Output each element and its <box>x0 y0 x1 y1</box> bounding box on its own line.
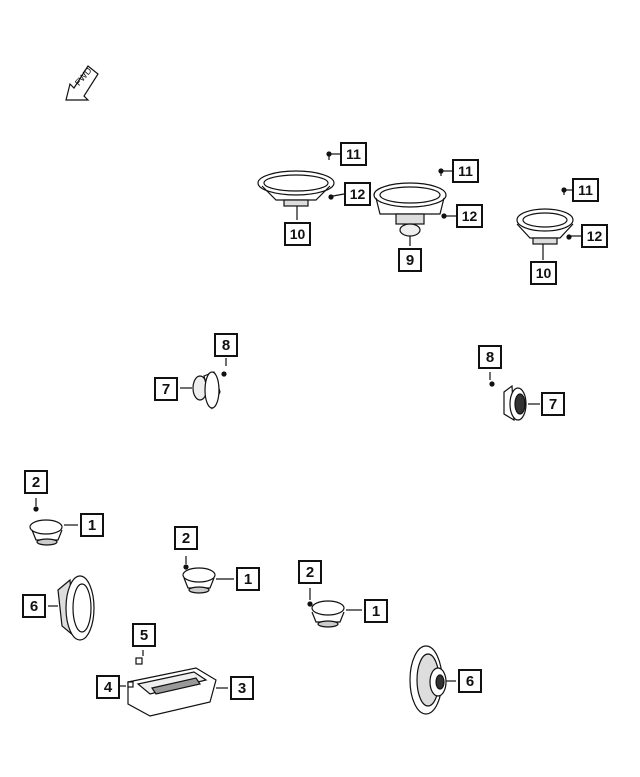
callout-7-a: 7 <box>154 377 178 401</box>
screw-12-a <box>328 193 345 200</box>
callout-1-c: 1 <box>364 599 388 623</box>
screw-8-left <box>221 358 227 377</box>
speaker-1-b <box>182 567 234 594</box>
callout-12-b: 12 <box>456 204 483 228</box>
screw-12-b <box>441 213 456 219</box>
callout-1-a: 1 <box>80 513 104 537</box>
callout-4: 4 <box>96 675 120 699</box>
callout-3: 3 <box>230 676 254 700</box>
callout-1-b: 1 <box>236 567 260 591</box>
screw-2-b <box>183 556 189 570</box>
screw-4 <box>120 681 134 688</box>
speaker-6-right <box>409 645 456 715</box>
speaker-7-left <box>180 371 221 410</box>
speaker-1-c <box>311 600 362 628</box>
speaker-10-right <box>516 208 574 260</box>
screw-2-c <box>307 588 313 607</box>
screw-5 <box>135 650 144 665</box>
callout-10-b: 10 <box>530 261 557 285</box>
callout-6-b: 6 <box>458 669 482 693</box>
callout-5: 5 <box>132 623 156 647</box>
callout-12-c: 12 <box>581 224 608 248</box>
speaker-6-left <box>48 575 95 641</box>
fwd-arrow-icon: FWD <box>65 65 99 101</box>
screw-11-a <box>326 151 340 160</box>
callout-6-a: 6 <box>22 594 46 618</box>
amplifier-3 <box>127 667 228 717</box>
callout-9: 9 <box>398 248 422 272</box>
screw-11-b <box>438 168 452 176</box>
screw-8-right <box>489 372 495 387</box>
callout-11-c: 11 <box>572 178 599 202</box>
callout-10-a: 10 <box>284 222 311 246</box>
speaker-10-left <box>257 170 335 220</box>
callout-2-b: 2 <box>174 526 198 550</box>
screw-12-c <box>566 234 581 240</box>
callout-2-c: 2 <box>298 560 322 584</box>
callout-11-a: 11 <box>340 142 367 166</box>
callout-2-a: 2 <box>24 470 48 494</box>
callout-8-b: 8 <box>478 345 502 369</box>
callout-12-a: 12 <box>344 182 371 206</box>
speaker-7-right <box>503 384 540 422</box>
speaker-9-center <box>373 182 447 246</box>
callout-7-b: 7 <box>541 392 565 416</box>
screw-2-a <box>33 498 39 512</box>
speaker-1-a <box>29 519 78 546</box>
callout-8-a: 8 <box>214 333 238 357</box>
callout-11-b: 11 <box>452 159 479 183</box>
